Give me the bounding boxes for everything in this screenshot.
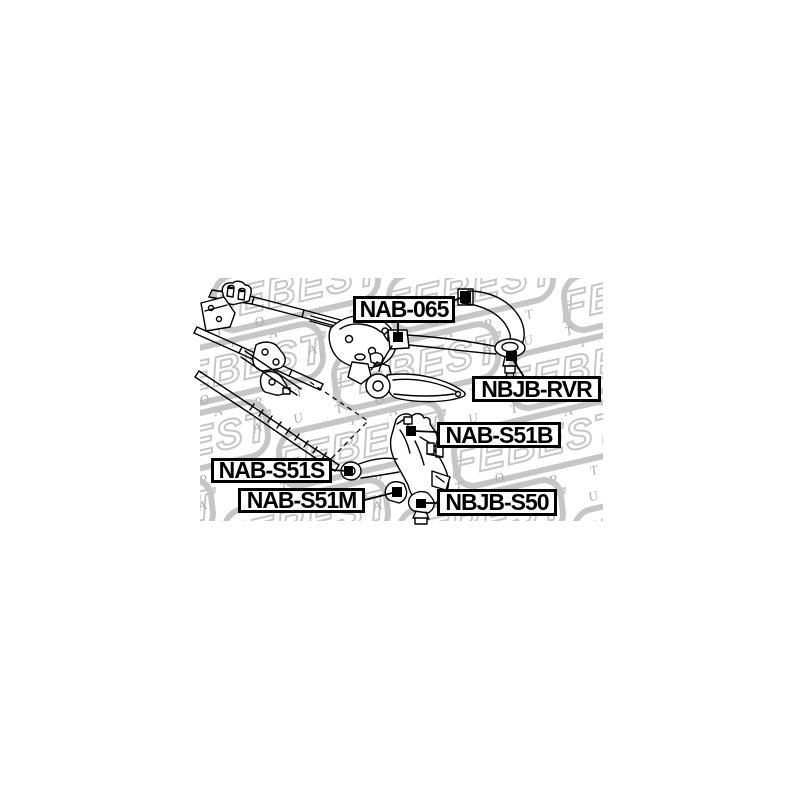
part-label-nab-065: NAB-065 xyxy=(353,296,455,323)
part-label-nbjb-rvr: NBJB-RVR xyxy=(472,376,601,402)
front-subframe xyxy=(193,280,398,472)
anchor-squares xyxy=(344,291,517,508)
part-label-nab-s51b: NAB-S51B xyxy=(437,422,561,448)
dashed-projection-lines xyxy=(309,381,369,465)
compression-rod xyxy=(365,361,466,403)
part-label-nab-s51s: NAB-S51S xyxy=(211,458,332,483)
part-label-nab-s51m: NAB-S51M xyxy=(238,488,365,513)
part-label-nbjb-s50: NBJB-S50 xyxy=(437,489,557,516)
steering-knuckle xyxy=(389,412,451,506)
